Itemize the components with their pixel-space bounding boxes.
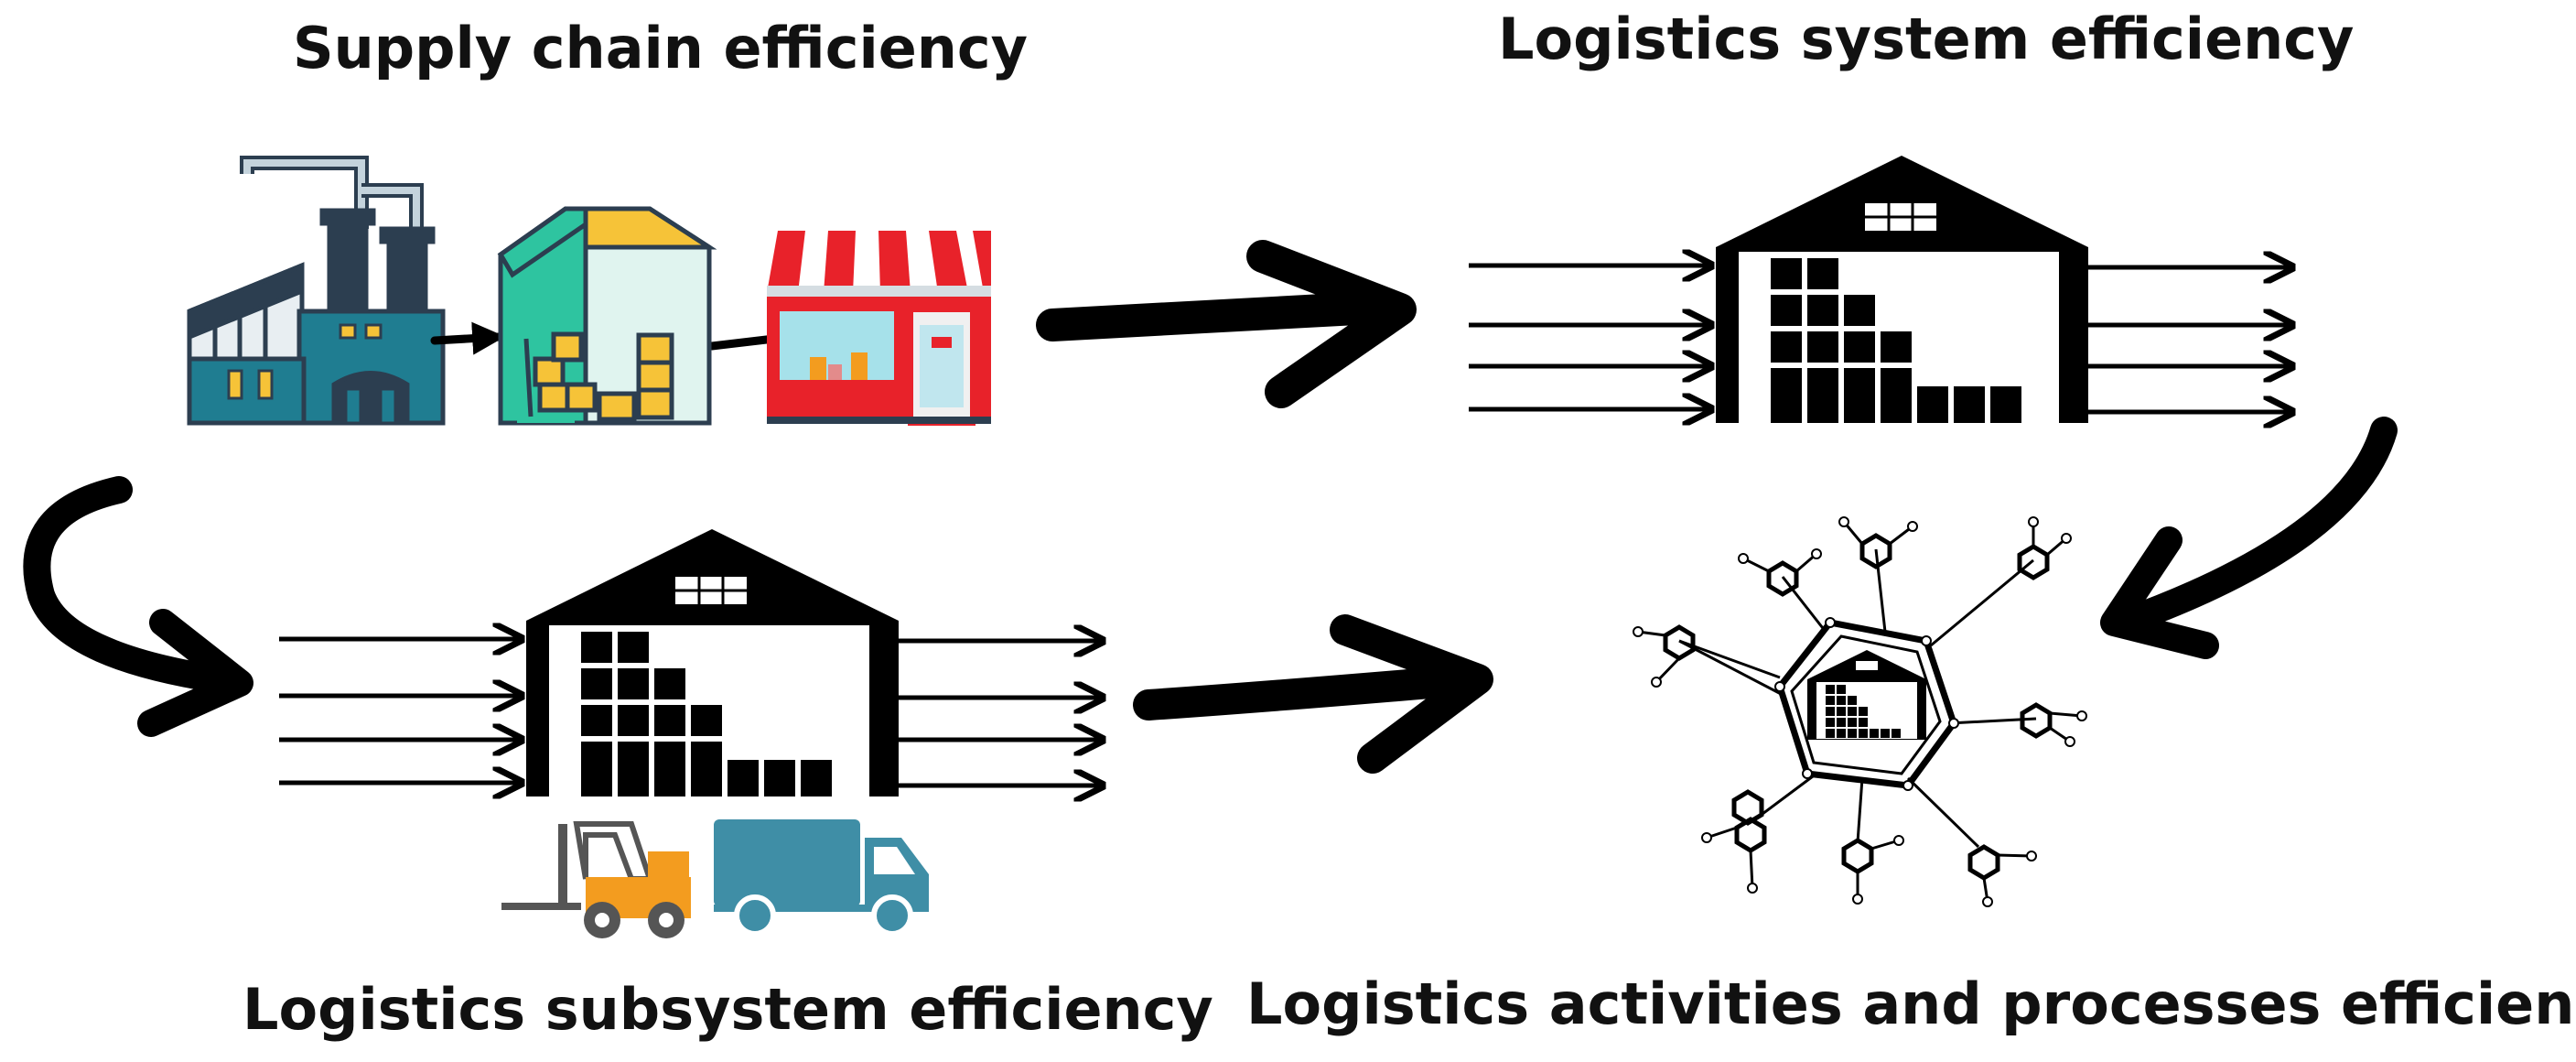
truck-icon bbox=[714, 819, 929, 937]
label-logistics-system-efficiency: Logistics system efficiency bbox=[1498, 5, 2355, 72]
flow-arrow-to-activities-from-system bbox=[2100, 417, 2398, 659]
subsystem-warehouse-icon bbox=[279, 529, 1103, 797]
flow-arrow-to-subsystem bbox=[23, 476, 253, 737]
network-hub-icon bbox=[1633, 516, 2087, 907]
forklift-icon bbox=[501, 821, 691, 938]
flow-arrow-to-activities-from-subsystem bbox=[1133, 614, 1493, 774]
label-logistics-subsystem-efficiency: Logistics subsystem efficiency bbox=[243, 976, 1213, 1043]
warehouse-icon bbox=[497, 206, 717, 426]
distribution-center-icon bbox=[1469, 156, 2292, 424]
store-icon bbox=[767, 231, 991, 426]
label-logistics-activities-efficiency: Logistics activities and processes effic… bbox=[1246, 970, 2576, 1037]
label-supply-chain-efficiency: Supply chain efficiency bbox=[293, 15, 1029, 81]
factory-icon bbox=[187, 156, 446, 426]
flow-arrow-to-system bbox=[1036, 240, 1417, 408]
